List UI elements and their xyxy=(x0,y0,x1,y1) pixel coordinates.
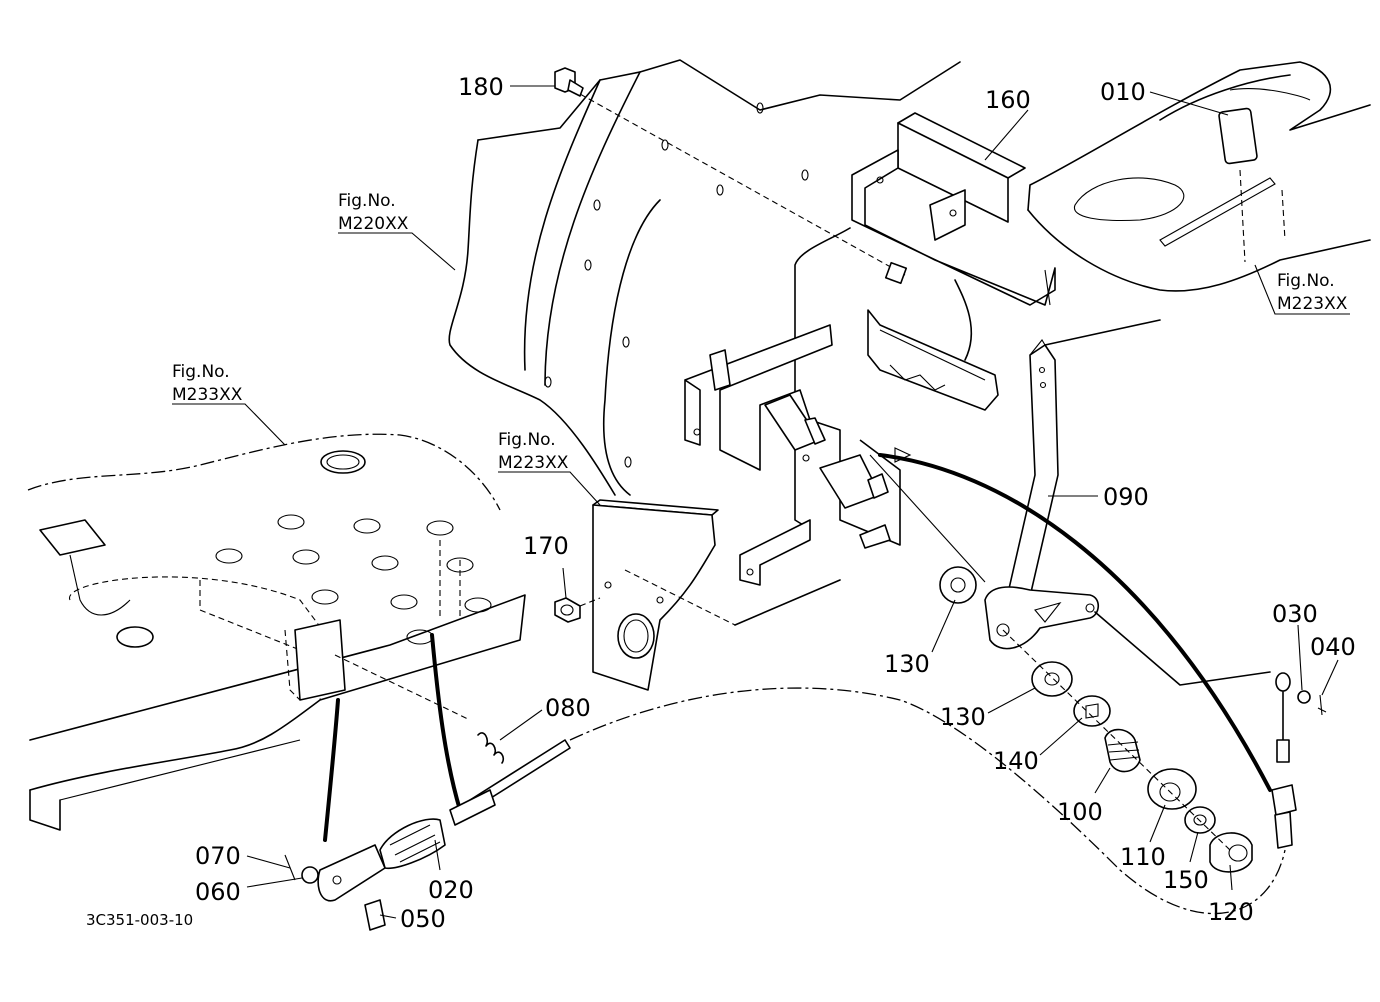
part-label-010: 010 xyxy=(1100,78,1146,106)
part-labels: 180 160 010 090 170 130 130 140 100 110 … xyxy=(195,73,1356,933)
floor-plate-m233 xyxy=(27,433,526,831)
fig-ref-m223-right-prefix: Fig.No. xyxy=(1277,271,1335,291)
bracket-160 xyxy=(794,112,1056,529)
part-label-050: 050 xyxy=(400,905,446,933)
washer-130b xyxy=(1031,661,1073,697)
washer-150 xyxy=(1184,806,1216,834)
cable-route-upper xyxy=(878,453,1272,792)
part-label-110: 110 xyxy=(1120,843,1166,871)
cable-route-center xyxy=(430,633,462,812)
part-label-130-b: 130 xyxy=(940,703,986,731)
part-label-160: 160 xyxy=(985,86,1031,114)
part-label-030: 030 xyxy=(1272,600,1318,628)
part-label-140: 140 xyxy=(993,747,1039,775)
part-label-100: 100 xyxy=(1057,798,1103,826)
spring-100 xyxy=(1104,728,1141,773)
part-label-130-a: 130 xyxy=(884,650,930,678)
fig-ref-m233-prefix: Fig.No. xyxy=(172,362,230,382)
side-bracket xyxy=(592,499,841,691)
fig-references: Fig.No. M220XX Fig.No. M233XX Fig.No. M2… xyxy=(172,191,1348,473)
part-label-020: 020 xyxy=(428,876,474,904)
nut-120 xyxy=(1209,832,1253,873)
fig-ref-m220-prefix: Fig.No. xyxy=(338,191,396,211)
cable-route-left xyxy=(323,698,340,842)
fig-ref-m233-code: M233XX xyxy=(172,385,243,405)
cable-end-030 xyxy=(1094,611,1327,849)
part-label-060: 060 xyxy=(195,878,241,906)
bolt-180 xyxy=(554,67,584,97)
bush-110 xyxy=(1147,768,1197,810)
mounting-plate xyxy=(684,261,999,586)
fig-ref-m223-right-code: M223XX xyxy=(1277,294,1348,314)
part-label-120: 120 xyxy=(1208,898,1254,926)
part-label-090: 090 xyxy=(1103,483,1149,511)
lever-090 xyxy=(984,319,1161,650)
spring-080 xyxy=(477,732,505,764)
washer-130a xyxy=(939,566,977,604)
fig-ref-m223-center-code: M223XX xyxy=(498,453,569,473)
leaders xyxy=(172,85,1350,919)
part-label-080: 080 xyxy=(545,694,591,722)
fig-ref-m223-center-prefix: Fig.No. xyxy=(498,430,556,450)
console-m223 xyxy=(1027,61,1371,292)
drawing-code: 3C351-003-10 xyxy=(86,911,193,929)
part-label-040: 040 xyxy=(1310,633,1356,661)
panel-m220 xyxy=(448,59,961,496)
part-label-180: 180 xyxy=(458,73,504,101)
cable-020 xyxy=(284,687,1286,931)
fig-ref-m220-code: M220XX xyxy=(338,214,409,234)
washer-140 xyxy=(1073,695,1111,727)
part-label-170: 170 xyxy=(523,532,569,560)
part-label-150: 150 xyxy=(1163,866,1209,894)
part-label-070: 070 xyxy=(195,842,241,870)
